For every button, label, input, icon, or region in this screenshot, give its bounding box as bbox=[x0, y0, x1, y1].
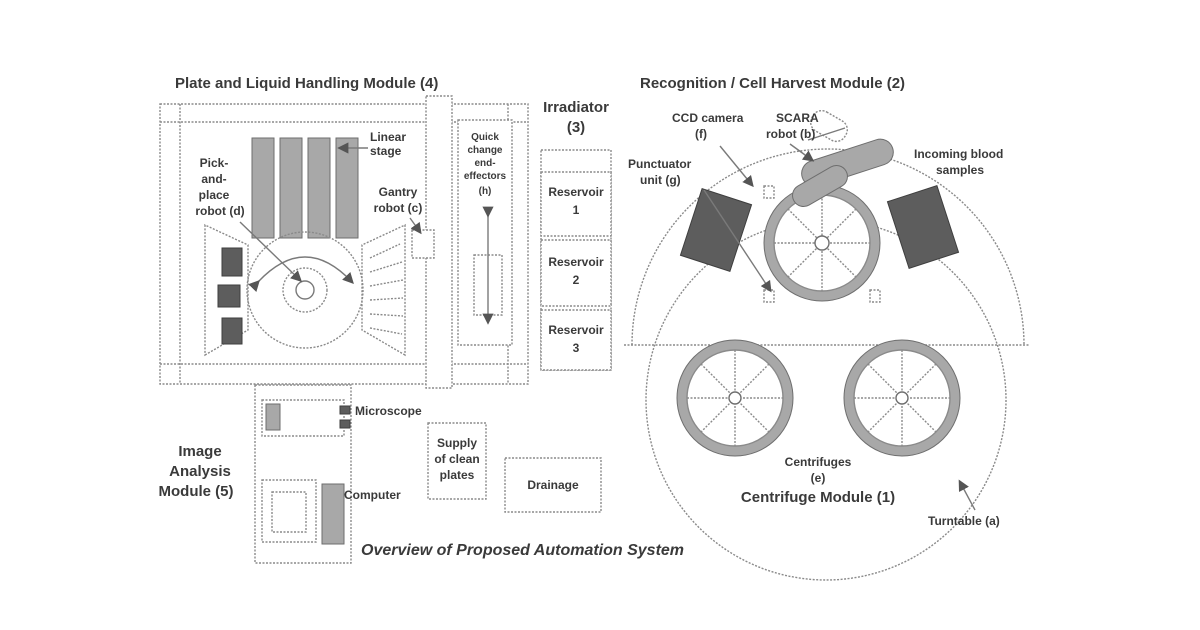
incoming-blood-label-1: Incoming blood bbox=[914, 147, 1003, 161]
punctuator-rack bbox=[680, 189, 751, 272]
cell-harvest-rotor bbox=[764, 185, 880, 302]
quick-change-label-3: end- bbox=[474, 158, 495, 169]
pick-place-label-3: place bbox=[199, 188, 230, 202]
linear-stage-label-2: stage bbox=[370, 144, 402, 158]
irradiator-title-1: Irradiator bbox=[543, 99, 609, 116]
ccd-camera-label-2: (f) bbox=[695, 127, 707, 141]
quick-change-label-4: effectors bbox=[464, 171, 507, 182]
computer-label: Computer bbox=[344, 488, 401, 502]
image-analysis-title-1: Image bbox=[178, 443, 221, 460]
plate-liquid-handling-module: Plate and Liquid Handling Module (4) Lin… bbox=[160, 75, 528, 388]
punctuator-label-2: unit (g) bbox=[640, 173, 681, 187]
irradiator-title-2: (3) bbox=[567, 119, 585, 136]
computer bbox=[262, 480, 344, 544]
incoming-blood-label-2: samples bbox=[936, 163, 984, 177]
plate-liquid-module-title: Plate and Liquid Handling Module (4) bbox=[175, 75, 438, 92]
reservoir-1-num: 1 bbox=[573, 203, 580, 217]
centrifuge-left bbox=[677, 340, 793, 456]
supply-plates-label-3: plates bbox=[440, 468, 475, 482]
ccd-camera-label-1: CCD camera bbox=[672, 111, 744, 125]
image-analysis-title-2: Analysis bbox=[169, 463, 231, 480]
reservoir-1-name: Reservoir bbox=[548, 185, 604, 199]
microscope-label: Microscope bbox=[355, 404, 422, 418]
turntable-label: Turntable (a) bbox=[928, 514, 1000, 528]
scara-label-2: robot (b) bbox=[766, 127, 815, 141]
reservoir-3 bbox=[541, 310, 611, 370]
image-analysis-title-3: Module (5) bbox=[159, 483, 234, 500]
reservoir-2-num: 2 bbox=[573, 273, 580, 287]
recognition-module-title: Recognition / Cell Harvest Module (2) bbox=[640, 75, 905, 92]
reservoir-2-name: Reservoir bbox=[548, 255, 604, 269]
centrifuge-right bbox=[844, 340, 960, 456]
image-analysis-module: Microscope Computer Image Analysis Modul… bbox=[159, 385, 423, 563]
quick-change-label-2: change bbox=[467, 145, 502, 156]
centrifuges-label-2: (e) bbox=[811, 471, 826, 485]
quick-change-label-1: Quick bbox=[471, 132, 499, 143]
pick-place-label-2: and- bbox=[201, 172, 226, 186]
gantry-robot-label-1: Gantry bbox=[379, 185, 418, 199]
drainage-label: Drainage bbox=[527, 478, 579, 492]
reservoir-3-num: 3 bbox=[573, 341, 580, 355]
linear-stage-label-1: Linear bbox=[370, 130, 406, 144]
diagram-caption: Overview of Proposed Automation System bbox=[361, 542, 684, 559]
drainage: Drainage bbox=[505, 458, 601, 512]
irradiator-module: Irradiator (3) Reservoir 1 Reservoir 2 R… bbox=[541, 99, 611, 370]
microscope bbox=[262, 400, 350, 436]
supply-plates-label-2: of clean bbox=[434, 452, 479, 466]
pick-place-label-1: Pick- bbox=[200, 156, 229, 170]
gantry-robot-label-2: robot (c) bbox=[374, 201, 423, 215]
quick-change-label-5: (h) bbox=[479, 186, 492, 197]
pick-place-label-4: robot (d) bbox=[195, 204, 244, 218]
gantry-carriage bbox=[412, 230, 434, 258]
incoming-sample-rack bbox=[887, 186, 958, 269]
centrifuges-label-1: Centrifuges bbox=[785, 455, 852, 469]
supply-clean-plates: Supply of clean plates bbox=[428, 423, 486, 499]
centrifuge-module-title: Centrifuge Module (1) bbox=[741, 489, 895, 506]
scara-label-1: SCARA bbox=[776, 111, 819, 125]
punctuator-label-1: Punctuator bbox=[628, 157, 692, 171]
supply-plates-label-1: Supply bbox=[437, 436, 477, 450]
reservoir-3-name: Reservoir bbox=[548, 323, 604, 337]
